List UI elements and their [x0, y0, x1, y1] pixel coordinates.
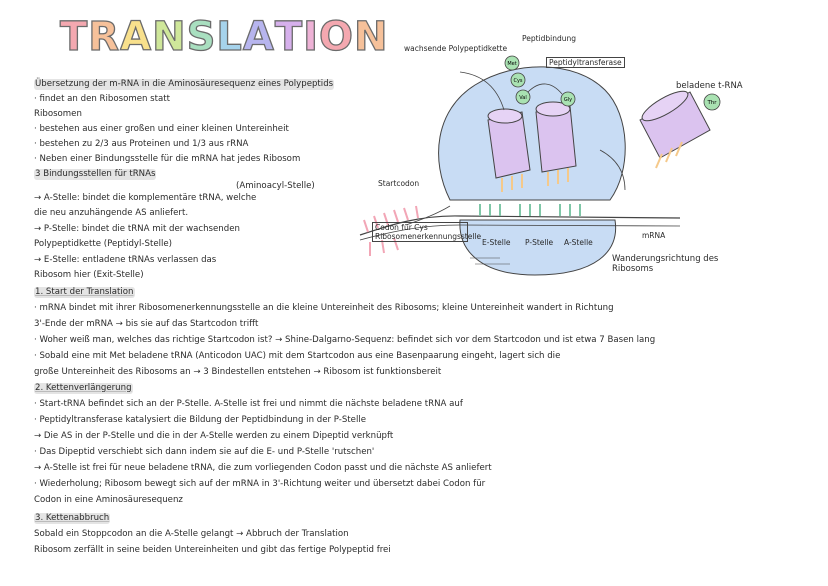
ribosome-fact-1: · bestehen aus einer großen und einer kl… — [34, 124, 289, 134]
title-letter: T — [59, 13, 89, 60]
aa-met — [504, 55, 520, 71]
heading-elongation: 2. Kettenverlängerung — [34, 383, 133, 394]
title-letter: O — [318, 13, 355, 60]
aminoacyl-note: (Aminoacyl-Stelle) — [236, 181, 315, 191]
label-beladene-trna: beladene t-RNA — [676, 81, 743, 91]
title-letter: I — [302, 13, 320, 60]
term-step-1: Sobald ein Stoppcodon an die A-Stelle ge… — [34, 529, 349, 539]
elong-step-5: → A-Stelle ist frei für neue beladene tR… — [34, 463, 492, 473]
label-peptidbindung: Peptidbindung — [522, 34, 577, 43]
label-erkennungsstelle: Ribosomenerkennungsstelle — [375, 232, 482, 241]
intro-definition: Übersetzung der m-RNA in die Aminosäures… — [34, 79, 335, 90]
elong-step-2: · Peptidyltransferase katalysiert die Bi… — [34, 415, 367, 425]
elong-step-4: · Das Dipeptid verschiebt sich dann inde… — [34, 447, 375, 457]
a-site-desc: → A-Stelle: bindet die komplementäre tRN… — [34, 193, 257, 203]
mrna-strand — [359, 215, 681, 236]
elong-step-6b: Codon in eine Aminosäuresequenz — [34, 495, 183, 505]
elong-step-1: · Start-tRNA befindet sich an der P-Stel… — [34, 399, 463, 409]
e-site-desc: → E-Stelle: entladene tRNAs verlassen da… — [34, 255, 217, 265]
aa-cys-label: Cys — [513, 78, 522, 84]
title-letter: R — [88, 13, 121, 60]
aa-met-label: Met — [507, 61, 516, 67]
title-letter: N — [151, 13, 187, 60]
aa-gly-label: Gly — [564, 97, 572, 103]
ribosome-fact-3: · Neben einer Bindungsstelle für die mRN… — [34, 154, 301, 164]
start-step-1: · mRNA bindet mit ihrer Ribosomenerkennu… — [34, 303, 614, 313]
label-wachsende-kette: wachsende Polypeptidkette — [404, 44, 508, 53]
title-letter: A — [242, 13, 275, 60]
aa-val — [515, 89, 531, 105]
start-step-3b: große Untereinheit des Ribosoms an → 3 B… — [34, 367, 442, 377]
ribosome-fact-2: · bestehen zu 2/3 aus Proteinen und 1/3 … — [34, 139, 249, 149]
e-site-desc-2: Ribosom hier (Exit-Stelle) — [34, 270, 144, 280]
aa-val-label: Val — [519, 95, 527, 101]
trna-p-site — [487, 108, 531, 192]
label-p-stelle: P-Stelle — [525, 238, 554, 247]
elong-step-3: → Die AS in der P-Stelle und die in der … — [34, 431, 394, 441]
section-ribosomen: Ribosomen — [34, 109, 82, 119]
label-codon-box: Codon für Cys Ribosomenerkennungsstelle — [372, 222, 481, 242]
label-codon-cys: Codon für Cys — [375, 223, 428, 232]
start-step-1b: 3'-Ende der mRNA → bis sie auf das Start… — [34, 319, 259, 329]
ribosome-small-subunit — [459, 219, 617, 276]
title-letter: T — [274, 13, 304, 60]
aa-thr-label: Thr — [706, 100, 717, 106]
trna-incoming — [639, 90, 711, 169]
start-step-3: · Sobald eine mit Met beladene tRNA (Ant… — [34, 351, 561, 361]
ribosome-diagram: Met Cys Val Gly Thr — [359, 55, 721, 276]
intro-location: · findet an den Ribosomen statt — [34, 94, 171, 104]
heading-start: 1. Start der Translation — [34, 287, 135, 298]
ribosome-fact-4: 3 Bindungsstellen für tRNAs — [34, 169, 157, 180]
trna-a-site — [535, 101, 577, 186]
label-startcodon: Startcodon — [378, 179, 420, 188]
title-letter: A — [119, 13, 153, 60]
title-letter: S — [186, 13, 217, 60]
aa-gly — [560, 91, 576, 107]
aa-cys — [510, 72, 526, 88]
elong-step-6: · Wiederholung; Ribosom bewegt sich auf … — [34, 479, 486, 489]
title-letter: N — [353, 13, 389, 60]
title-letter: L — [216, 13, 243, 60]
ribosome-large-subunit — [438, 66, 626, 201]
start-step-2: · Woher weiß man, welches das richtige S… — [34, 335, 656, 345]
label-e-stelle: E-Stelle — [482, 238, 511, 247]
label-peptidyltransferase: Peptidyltransferase — [546, 57, 625, 68]
aa-thr — [703, 93, 721, 111]
heading-termination: 3. Kettenabbruch — [34, 513, 111, 524]
page-title: TRANSLATION — [59, 13, 389, 60]
term-step-2: Ribosom zerfällt in seine beiden Unterei… — [34, 545, 391, 555]
label-a-stelle: A-Stelle — [564, 238, 593, 247]
label-wanderungsrichtung: Wanderungsrichtung des Ribosoms — [612, 254, 719, 274]
label-mrna: mRNA — [642, 231, 666, 240]
p-site-desc-2: Polypeptidkette (Peptidyl-Stelle) — [34, 239, 173, 249]
a-site-desc-2: die neu anzuhängende AS anliefert. — [34, 208, 189, 218]
p-site-desc: → P-Stelle: bindet die tRNA mit der wach… — [34, 224, 240, 234]
